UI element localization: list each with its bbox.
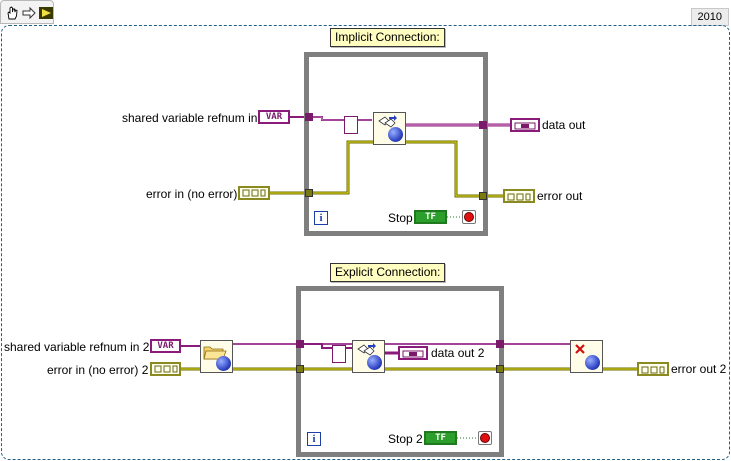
shared-variable-read-icon [357, 343, 376, 356]
error-tunnel-in [305, 189, 313, 197]
stop-2-label: Stop 2 [388, 432, 423, 446]
iteration-terminal: i [307, 432, 321, 446]
run-icon[interactable] [38, 5, 54, 21]
error-in-2-control[interactable] [150, 362, 181, 376]
arrow-right-icon[interactable] [21, 5, 37, 21]
stop-icon [481, 434, 489, 442]
error-cluster-icon [154, 365, 178, 373]
error-in-control[interactable] [238, 186, 270, 200]
data-out-2-label: data out 2 [431, 346, 485, 360]
data-out-label: data out [542, 118, 586, 132]
globe-icon [367, 355, 382, 370]
shared-variable-read-node[interactable] [373, 112, 406, 145]
refnum-in-2-label: shared variable refnum in 2 [4, 340, 150, 354]
error-tunnel-out [496, 365, 504, 373]
error-tunnel-out [479, 192, 487, 200]
globe-icon [216, 356, 231, 371]
error-in-label: error in (no error) [146, 187, 238, 201]
refnum-constant [344, 116, 358, 134]
shared-variable-read-node[interactable] [352, 340, 385, 373]
variant-icon [514, 122, 536, 130]
stop-label: Stop [388, 211, 413, 225]
error-out-indicator [503, 189, 535, 203]
stop-icon [465, 213, 473, 221]
stop-2-control[interactable]: TF [424, 431, 457, 445]
stop-condition-terminal [478, 431, 492, 445]
data-tunnel-out [479, 121, 487, 129]
block-diagram-frame [1, 25, 730, 460]
shared-variable-close-node[interactable] [570, 340, 603, 373]
shared-variable-open-node[interactable] [200, 340, 233, 373]
iteration-terminal: i [314, 211, 328, 225]
refnum-tunnel-out [496, 340, 504, 348]
while-loop-implicit [304, 52, 488, 236]
globe-icon [388, 127, 403, 142]
implicit-title-comment: Implicit Connection: [330, 28, 445, 47]
data-out-indicator [510, 118, 540, 132]
error-cluster-icon [641, 366, 665, 374]
explicit-title-comment: Explicit Connection: [330, 263, 446, 282]
refnum-in-control[interactable]: VAR [258, 110, 290, 124]
refnum-in-label: shared variable refnum in [122, 111, 258, 125]
close-x-icon [575, 344, 585, 354]
data-out-2-indicator [398, 346, 428, 360]
variant-icon [402, 350, 424, 358]
error-out-2-indicator [637, 362, 669, 376]
toolbar [0, 0, 54, 24]
error-cluster-icon [507, 193, 531, 201]
stop-condition-terminal [462, 210, 476, 224]
globe-icon [585, 355, 600, 370]
refnum-tunnel-in [305, 113, 313, 121]
error-cluster-icon [242, 189, 266, 197]
error-out-2-label: error out 2 [671, 362, 727, 376]
refnum-in-2-control[interactable]: VAR [150, 339, 181, 353]
error-in-2-label: error in (no error) 2 [47, 363, 149, 377]
hand-pointer-icon[interactable] [4, 5, 20, 21]
error-out-label: error out [537, 189, 583, 203]
refnum-tunnel-in [296, 340, 304, 348]
error-tunnel-in [296, 365, 304, 373]
refnum-constant [332, 345, 346, 363]
shared-variable-read-icon [378, 115, 397, 128]
stop-control[interactable]: TF [414, 210, 447, 224]
